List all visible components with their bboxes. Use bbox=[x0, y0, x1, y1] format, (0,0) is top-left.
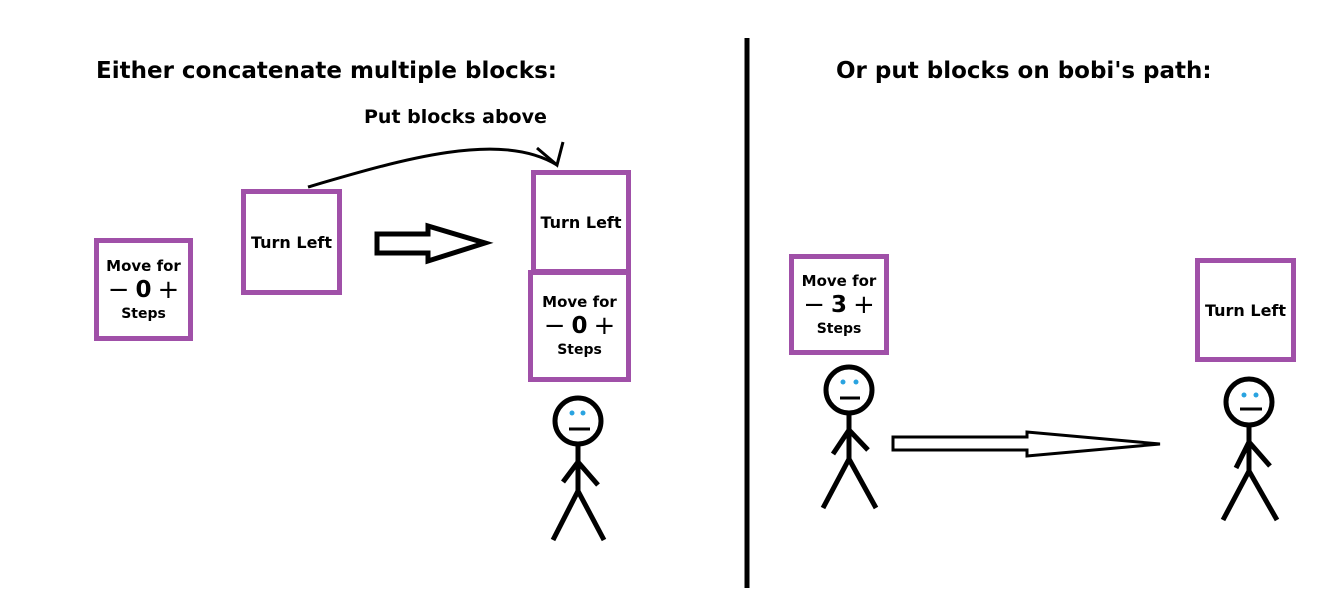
step-stepper: − 0 + bbox=[544, 313, 616, 339]
stick-figure-robot bbox=[1220, 376, 1280, 522]
plus-button[interactable]: + bbox=[593, 311, 616, 341]
turn-left-label: Turn Left bbox=[250, 232, 333, 252]
stick-figure-robot bbox=[550, 395, 607, 542]
move-for-label: Move for bbox=[801, 271, 877, 290]
stick-figure-robot bbox=[820, 364, 879, 510]
arrow-right-icon bbox=[374, 222, 494, 265]
step-count: 0 bbox=[135, 276, 152, 303]
minus-button[interactable]: − bbox=[803, 289, 825, 320]
steps-label: Steps bbox=[816, 320, 862, 337]
minus-button[interactable]: − bbox=[107, 274, 130, 305]
right-heading: Or put blocks on bobi's path: bbox=[836, 58, 1212, 84]
curved-arrow-icon bbox=[307, 141, 565, 189]
step-stepper: − 0 + bbox=[108, 277, 180, 303]
stacked-turn-left-block[interactable]: Turn Left bbox=[531, 170, 631, 274]
turn-left-block[interactable]: Turn Left bbox=[1195, 258, 1296, 362]
left-heading: Either concatenate multiple blocks: bbox=[96, 58, 557, 84]
steps-label: Steps bbox=[557, 342, 602, 358]
turn-left-label: Turn Left bbox=[540, 212, 622, 232]
step-count: 0 bbox=[571, 313, 588, 339]
stacked-move-for-block[interactable]: Move for − 0 + Steps bbox=[528, 270, 631, 382]
turn-left-block[interactable]: Turn Left bbox=[241, 189, 342, 295]
step-count: 3 bbox=[830, 291, 847, 318]
move-for-block[interactable]: Move for − 3 + Steps bbox=[789, 254, 889, 355]
steps-label: Steps bbox=[121, 305, 166, 322]
plus-button[interactable]: + bbox=[853, 289, 875, 320]
move-for-label: Move for bbox=[542, 293, 617, 311]
move-for-label: Move for bbox=[106, 256, 181, 275]
turn-left-label: Turn Left bbox=[1204, 300, 1287, 320]
put-blocks-above-note: Put blocks above bbox=[364, 106, 547, 128]
arrow-right-icon bbox=[891, 430, 1161, 458]
plus-button[interactable]: + bbox=[157, 274, 180, 305]
step-stepper: − 3 + bbox=[803, 292, 875, 318]
move-for-block[interactable]: Move for − 0 + Steps bbox=[94, 238, 193, 341]
minus-button[interactable]: − bbox=[543, 311, 566, 341]
